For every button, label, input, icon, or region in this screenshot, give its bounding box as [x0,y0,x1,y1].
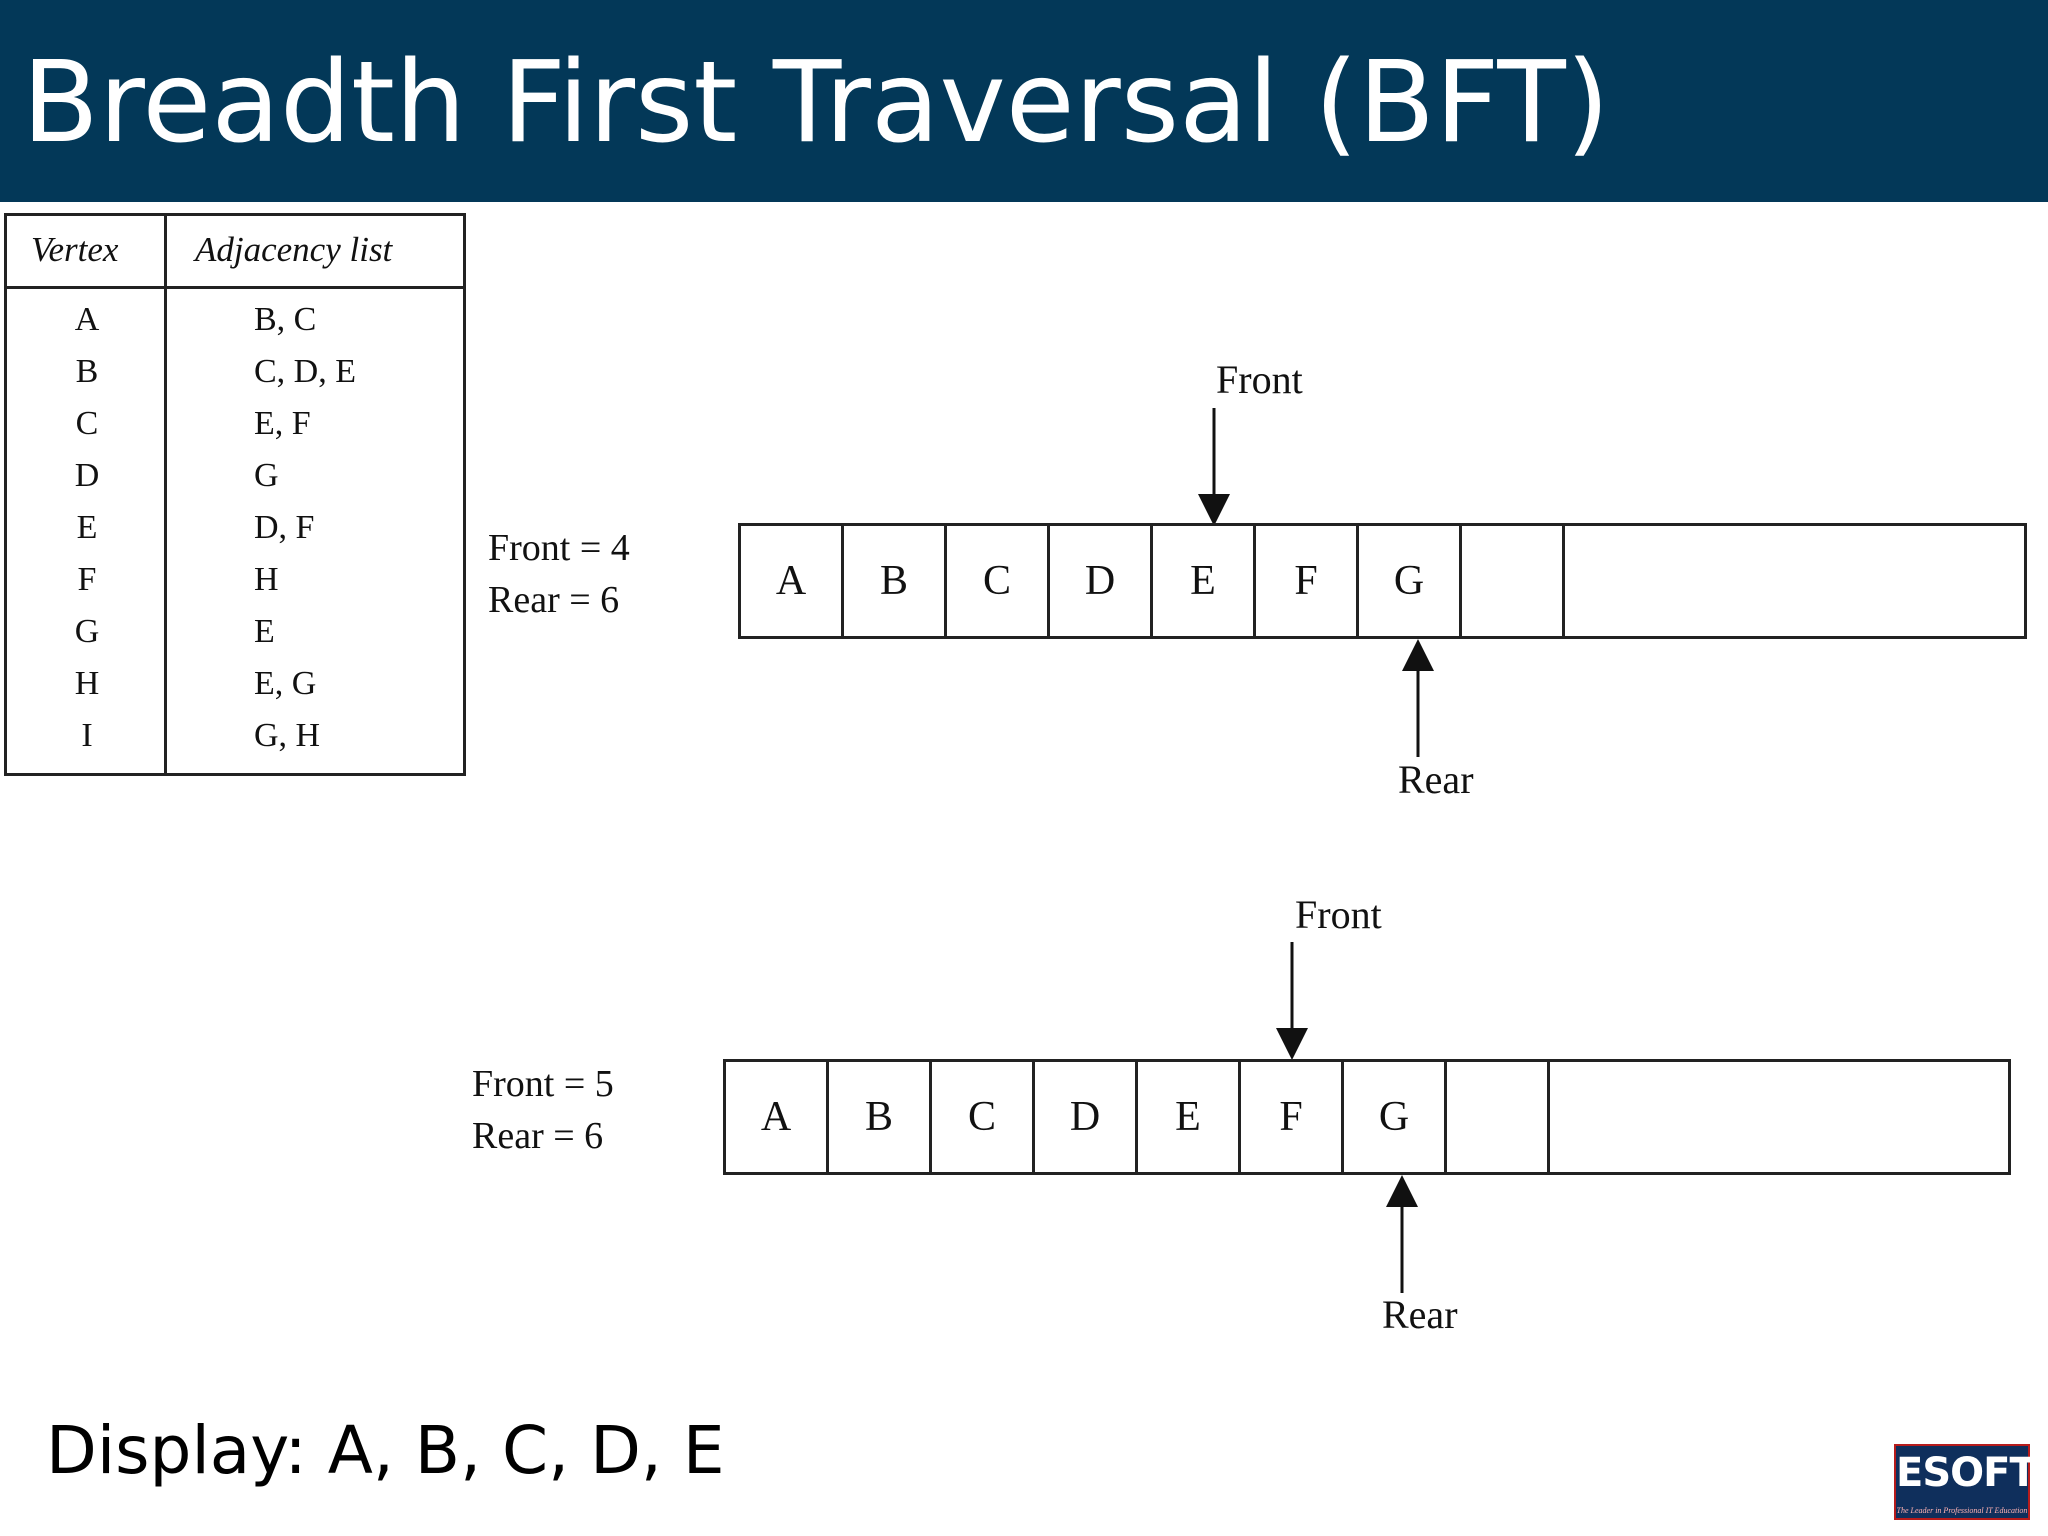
rear-arrow-icon [1386,1175,1418,1293]
queue-remaining-space [1550,1062,2008,1172]
queue-cell: A [741,526,844,636]
esoft-logo: ESOFT The Leader in Professional IT Educ… [1894,1444,2037,1520]
vertex-cell: D [74,457,100,494]
vertex-cell: C [75,405,99,442]
queue-cell: C [932,1062,1035,1172]
rear-index-text: Rear = 6 [488,579,620,621]
adjacency-table: Vertex Adjacency list A B, C B C, D, E C… [4,213,466,776]
table-row: G E [7,613,463,665]
table-row: B C, D, E [7,353,463,405]
table-row: E D, F [7,509,463,561]
vertex-cell: E [76,509,98,546]
queue-state-2-indices: Front = 5 Rear = 6 [472,1058,614,1162]
display-output: Display: A, B, C, D, E [46,1412,725,1489]
table-row: H E, G [7,665,463,717]
adjacency-cell: H [254,561,279,598]
adjacency-cell: E, F [254,405,311,442]
queue-cell: A [726,1062,829,1172]
queue-array-2: A B C D E F G [723,1059,2011,1175]
rear-pointer-label: Rear [1382,1292,1458,1337]
slide-title: Breadth First Traversal (BFT) [22,38,1610,168]
queue-cell [1447,1062,1550,1172]
adjacency-cell: C, D, E [254,353,356,390]
table-row: C E, F [7,405,463,457]
table-row: A B, C [7,301,463,353]
table-column-divider [164,216,167,773]
rear-arrow-icon [1402,639,1434,757]
queue-cell: C [947,526,1050,636]
table-row: I G, H [7,717,463,769]
adjacency-cell: G, H [254,717,321,754]
vertex-cell: I [81,717,93,754]
queue-cell: D [1035,1062,1138,1172]
adjacency-header: Adjacency list [195,230,393,269]
queue-cell: G [1344,1062,1447,1172]
rear-index-text: Rear = 6 [472,1115,604,1157]
adjacency-cell: D, F [254,509,315,546]
vertex-cell: B [75,353,99,390]
title-bar: Breadth First Traversal (BFT) [0,0,2048,202]
vertex-cell: A [74,301,100,338]
logo-tagline: The Leader in Professional IT Education [1896,1506,2028,1515]
queue-cell [1462,526,1565,636]
adjacency-cell: E [254,613,275,650]
queue-cell: D [1050,526,1153,636]
vertex-cell: H [74,665,100,702]
vertex-header: Vertex [31,230,119,269]
front-arrow-icon [1198,408,1230,526]
queue-cell: B [829,1062,932,1172]
adjacency-cell: B, C [254,301,317,338]
front-index-text: Front = 4 [488,527,630,569]
adjacency-cell: E, G [254,665,317,702]
queue-cell: F [1241,1062,1344,1172]
table-row: D G [7,457,463,509]
queue-cell: B [844,526,947,636]
queue-array-1: A B C D E F G [738,523,2027,639]
front-pointer-label: Front [1216,357,1303,402]
vertex-cell: F [77,561,97,598]
table-header-divider [7,286,463,289]
queue-remaining-space [1565,526,2024,636]
logo-text: ESOFT [1896,1450,2037,1496]
queue-cell: E [1153,526,1256,636]
queue-cell: G [1359,526,1462,636]
queue-cell: E [1138,1062,1241,1172]
vertex-cell: G [74,613,100,650]
queue-cell: F [1256,526,1359,636]
rear-pointer-label: Rear [1398,757,1474,802]
adjacency-cell: G [254,457,279,494]
table-row: F H [7,561,463,613]
queue-state-1-indices: Front = 4 Rear = 6 [488,522,630,626]
front-index-text: Front = 5 [472,1063,614,1105]
front-pointer-label: Front [1295,892,1382,937]
front-arrow-icon [1276,942,1308,1060]
